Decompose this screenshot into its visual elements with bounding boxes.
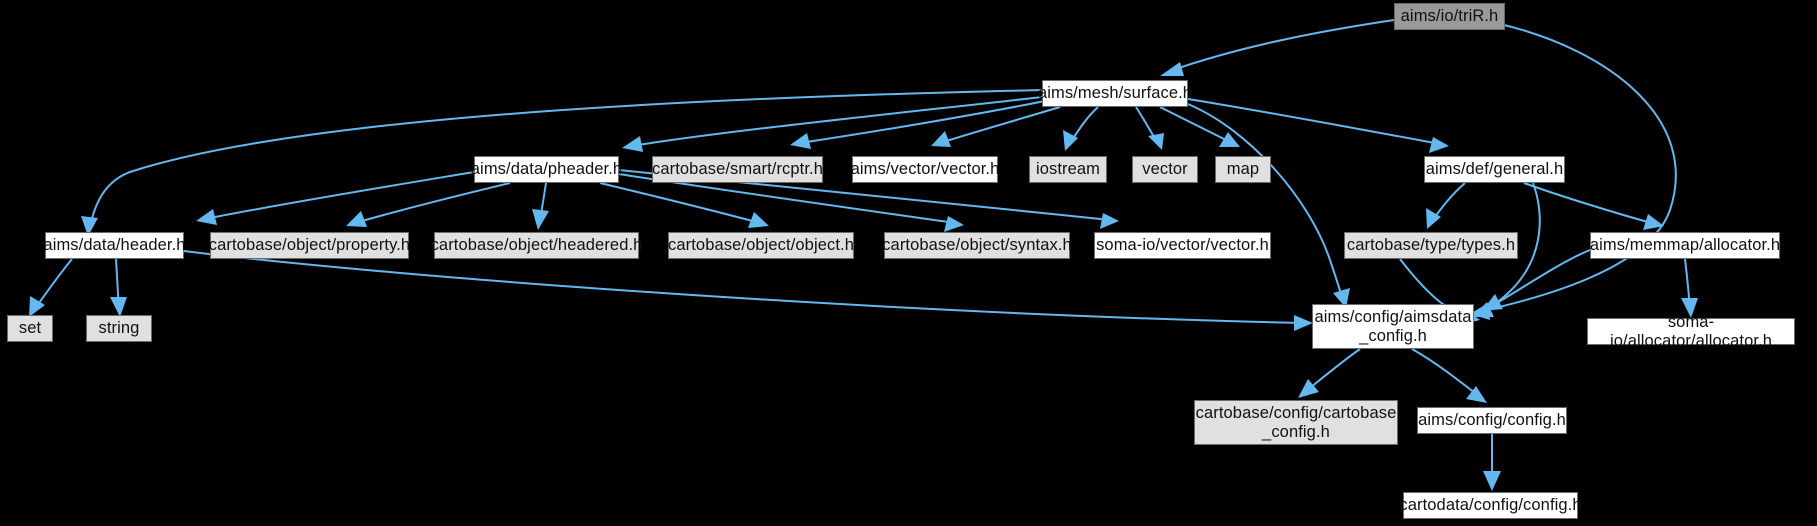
arrowhead-memmapalloc-to-somaalloc: [1681, 298, 1698, 318]
node-objecth[interactable]: cartobase/object/object.h: [668, 232, 854, 259]
arrowhead-general-to-types: [1426, 208, 1441, 229]
edge-pheader-to-property: [354, 182, 511, 224]
arrowhead-pheader-to-syntax: [944, 216, 964, 232]
node-iostream[interactable]: iostream: [1029, 156, 1107, 183]
node-rcptr[interactable]: cartobase/smart/rcptr.h: [652, 156, 823, 183]
node-headered[interactable]: cartobase/object/headered.h: [431, 232, 642, 259]
arrowhead-triR-to-surface: [1160, 62, 1184, 76]
edge-header-to-aimsdataconfig: [183, 250, 1305, 324]
node-set[interactable]: set: [7, 315, 53, 342]
edge-surface-to-header: [89, 89, 1043, 229]
arrowhead-aimsdataconfig-to-aimsconfig: [1466, 386, 1487, 403]
arrowhead-aimsconfig-to-cartodataconfig: [1483, 471, 1501, 491]
arrowhead-header-to-aimsdataconfig: [1294, 315, 1313, 331]
node-types[interactable]: cartobase/type/types.h: [1344, 232, 1518, 259]
edge-memmapalloc-to-aimsdataconfig: [1489, 249, 1591, 308]
edge-triR-to-surface: [1169, 19, 1395, 72]
arrowhead-pheader-to-headered: [532, 209, 549, 230]
node-general[interactable]: aims/def/general.h: [1424, 156, 1565, 183]
node-somaalloc[interactable]: soma-io/allocator/allocator.h: [1587, 313, 1795, 350]
edge-surface-to-aimsdataconfig: [1187, 103, 1344, 301]
node-triR[interactable]: aims/io/triR.h: [1394, 3, 1505, 30]
edge-triR-to-aimsdataconfig: [1477, 23, 1677, 313]
node-vectorh[interactable]: aims/vector/vector.h: [851, 156, 999, 183]
node-syntax[interactable]: cartobase/object/syntax.h: [882, 232, 1072, 259]
node-map[interactable]: map: [1215, 156, 1271, 183]
arrowhead-surface-to-rcptr: [790, 133, 811, 149]
node-string[interactable]: string: [86, 315, 152, 342]
node-surface[interactable]: aims/mesh/surface.h: [1038, 80, 1192, 107]
node-aimsdataconfig[interactable]: aims/config/aimsdata _config.h: [1312, 304, 1474, 349]
edge-surface-to-map: [1159, 106, 1233, 144]
arrowhead-header-to-string: [110, 297, 127, 317]
arrowhead-surface-to-aimsdataconfig: [1333, 288, 1350, 308]
arrowhead-memmapalloc-to-aimsdataconfig: [1482, 294, 1503, 311]
edge-pheader-to-header: [204, 171, 475, 220]
arrowhead-surface-to-pheader: [622, 136, 643, 152]
node-property[interactable]: cartobase/object/property.h: [209, 232, 410, 259]
node-pheader[interactable]: aims/data/pheader.h: [471, 156, 622, 183]
arrowhead-pheader-to-somavector: [1100, 213, 1119, 229]
edge-general-to-memmapalloc: [1523, 182, 1656, 225]
node-header[interactable]: aims/data/header.h: [43, 232, 185, 259]
node-aimsconfig[interactable]: aims/config/config.h: [1417, 407, 1567, 434]
node-cartodataconfig[interactable]: cartodata/config/config.h: [1399, 492, 1582, 519]
arrowhead-header-to-set: [29, 296, 45, 317]
node-cartobaseconfig[interactable]: cartobase/config/cartobase _config.h: [1194, 400, 1398, 445]
arrowhead-surface-to-map: [1219, 132, 1240, 147]
node-memmapalloc[interactable]: aims/memmap/allocator.h: [1590, 232, 1780, 259]
node-somavector[interactable]: soma-io/vector/vector.h: [1094, 232, 1271, 259]
edge-surface-to-vectorh: [939, 106, 1061, 144]
arrowhead-pheader-to-header: [196, 209, 217, 225]
arrowhead-surface-to-vector: [1148, 133, 1164, 150]
edge-surface-to-general: [1187, 98, 1441, 145]
arrowhead-surface-to-header: [81, 216, 98, 236]
edge-surface-to-pheader: [631, 96, 1043, 147]
arrowhead-surface-to-iostream: [1063, 130, 1078, 151]
edge-aimsdataconfig-to-aimsconfig: [1411, 348, 1481, 398]
edge-pheader-to-objecth: [599, 182, 761, 224]
arrowhead-pheader-to-property: [346, 211, 367, 227]
arrowhead-surface-to-vectorh: [931, 131, 951, 147]
arrowhead-general-to-memmapalloc: [1643, 214, 1664, 230]
arrowhead-surface-to-general: [1429, 137, 1449, 153]
arrowhead-aimsdataconfig-to-cartobaseconfig: [1298, 379, 1319, 398]
node-vector[interactable]: vector: [1132, 156, 1198, 183]
edge-surface-to-rcptr: [799, 100, 1046, 144]
arrowhead-pheader-to-objecth: [748, 212, 769, 228]
